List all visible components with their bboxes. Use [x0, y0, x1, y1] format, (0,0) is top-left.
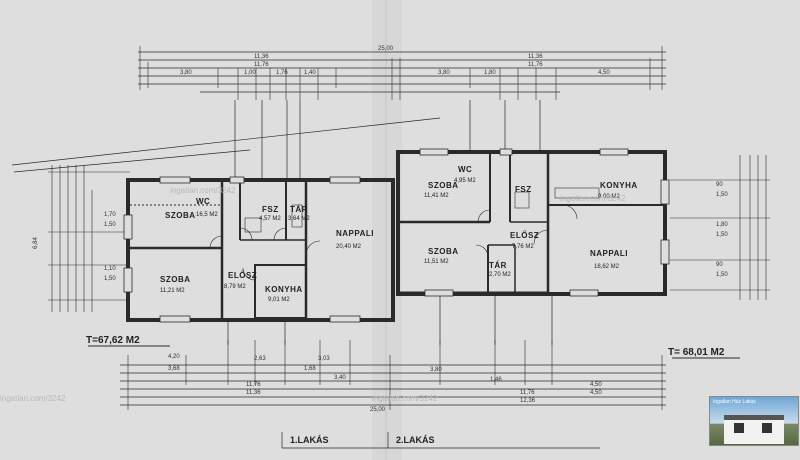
dim-top-left-seg: 1,40: [304, 70, 316, 76]
dim-left-seg: 1,10: [104, 266, 116, 272]
dim-top-left-seg: 1,76: [276, 70, 288, 76]
dim-top-right-seg: 4,50: [598, 70, 610, 76]
dim-bottom-seg: 4,20: [168, 354, 180, 360]
unit2-room-tar-name: TÁR: [489, 261, 507, 270]
unit1-room-fsz-area: 4,57 M2: [259, 216, 281, 222]
watermark-text: ingatlan.com/3242: [0, 394, 66, 403]
unit2-room-konyha-name: KONYHA: [600, 181, 638, 190]
dim-bottom-total: 25,00: [370, 407, 386, 413]
dim-top-right-seg: 3,80: [438, 70, 450, 76]
dim-bottom-seg: 1,68: [304, 366, 316, 372]
unit2-room-nappali-area: 18,62 M2: [594, 264, 620, 270]
dim-bottom-seg: 3,03: [318, 356, 330, 362]
dim-top-left-seg: 3,80: [180, 70, 192, 76]
unit1-caption: 1.LAKÁS: [290, 435, 329, 445]
unit1-room-elosz-area: 8,79 M2: [224, 284, 246, 290]
thumbnail-caption: Ingatlan Ház Lakás: [713, 399, 756, 405]
unit2-room-elosz-area: 7,76 M2: [512, 244, 534, 250]
dim-bottom-left-1: 11,76: [246, 382, 261, 388]
watermark-text: ingatlan.com/3242: [560, 194, 626, 203]
dim-top-right-1: 11,36: [528, 54, 543, 60]
unit2-room-konyha-area: 9,00 M2: [598, 194, 620, 200]
dim-right-seg: 1,50: [716, 192, 728, 198]
dim-bottom-seg: 3,40: [334, 375, 346, 381]
dim-bottom-left-2: 11,36: [246, 390, 261, 396]
unit1-room-szoba2-name: SZOBA: [160, 275, 191, 284]
unit1-room-nappali-area: 20,40 M2: [336, 244, 362, 250]
unit2-total-area: T= 68,01 M2: [668, 347, 725, 358]
unit1-room-szoba2-area: 11,21 M2: [160, 288, 185, 294]
watermark-text: ingatlan.com/3242: [170, 186, 236, 195]
dim-left-seg: 1,70: [104, 212, 116, 218]
dim-bottom-seg: 4,50: [590, 390, 602, 396]
unit2-room-tar-area: 2,70 M2: [489, 272, 511, 278]
unit2-room-nappali-name: NAPPALI: [590, 249, 629, 258]
dim-right-seg: 1,50: [716, 232, 728, 238]
unit2-room-wc-name: WC: [458, 165, 473, 174]
unit2-room-szoba2-name: SZOBA: [428, 247, 459, 256]
dim-right-seg: 1,50: [716, 272, 728, 278]
dim-right-seg: 1,80: [716, 222, 728, 228]
unit1-room-tar-area: 3,64 M2: [288, 216, 310, 222]
unit1-room-elosz-name: ELŐSZ: [228, 271, 258, 280]
unit1-room-konyha-name: KONYHA: [265, 285, 303, 294]
dim-left-total: 6,84: [32, 237, 39, 249]
dim-left-seg: 1,50: [104, 222, 116, 228]
unit1-room-tar-name: TÁR: [290, 205, 308, 214]
unit1-room-wc-name: WC: [196, 197, 211, 206]
unit2-caption: 2.LAKÁS: [396, 435, 435, 445]
dim-bottom-seg: 2,63: [254, 356, 266, 362]
unit1-room-szoba1-area: 16,5 M2: [196, 212, 218, 218]
dim-top-left-2: 11,76: [254, 62, 269, 68]
unit1-total-area: T=67,62 M2: [86, 335, 140, 346]
unit2-room-szoba2-area: 11,51 M2: [424, 259, 449, 265]
unit2-room-elosz-name: ELŐSZ: [510, 231, 540, 240]
dim-bottom-right-1: 11,76: [520, 390, 535, 396]
unit1-room-konyha-area: 9,01 M2: [268, 297, 290, 303]
dim-top-left-1: 11,36: [254, 54, 269, 60]
dim-top-left-seg: 1,00: [244, 70, 256, 76]
unit2-room-fsz-name: FSZ: [515, 185, 532, 194]
unit1-room-szoba1-name: SZOBA: [165, 211, 196, 220]
dim-bottom-seg: 3,80: [430, 367, 442, 373]
dim-top-right-2: 11,76: [528, 62, 543, 68]
unit2-room-szoba1-area: 11,41 M2: [424, 193, 449, 199]
unit1-room-fsz-name: FSZ: [262, 205, 279, 214]
dim-bottom-seg: 1,46: [490, 377, 502, 383]
unit2-room-wc-area: 4,95 M2: [454, 178, 476, 184]
unit2-room-szoba1-name: SZOBA: [428, 181, 459, 190]
dim-bottom-seg: 3,68: [168, 366, 180, 372]
watermark-text: ingatlan.com/3242: [372, 394, 438, 403]
listing-thumbnail[interactable]: Ingatlan Ház Lakás: [709, 396, 799, 446]
dim-bottom-right-2: 12,36: [520, 398, 536, 404]
dim-bottom-seg: 4,50: [590, 382, 602, 388]
window-icon: [762, 423, 772, 433]
dim-right-seg: 90: [716, 262, 723, 268]
dim-top-total: 25,00: [378, 46, 394, 52]
unit1-room-nappali-name: NAPPALI: [336, 229, 375, 238]
house-icon: [724, 415, 784, 444]
dim-left-seg: 1,50: [104, 276, 116, 282]
dim-right-seg: 90: [716, 182, 723, 188]
window-icon: [734, 423, 744, 433]
dim-top-right-seg: 1,80: [484, 70, 496, 76]
